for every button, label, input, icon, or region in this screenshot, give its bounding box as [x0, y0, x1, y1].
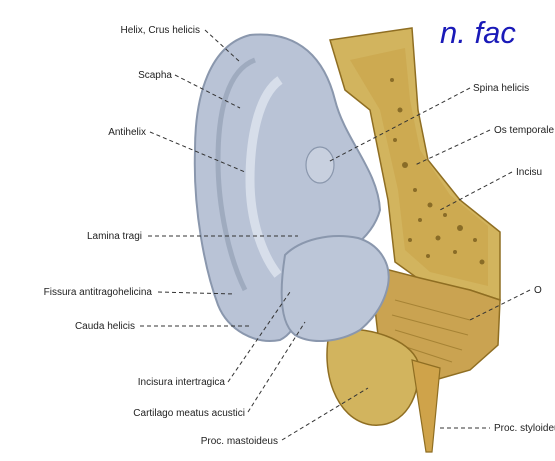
label-incisu-partial: Incisu [516, 167, 542, 178]
label-spina-helicis: Spina helicis [473, 83, 529, 94]
label-o-partial: O [534, 285, 542, 296]
label-antihelix: Antihelix [108, 127, 146, 138]
label-cauda-helicis: Cauda helicis [75, 321, 135, 332]
label-os-temporale: Os temporale [494, 125, 554, 136]
title-fragment: n. fac [440, 15, 516, 50]
label-helix-crus-helicis: Helix, Crus helicis [121, 25, 200, 36]
label-scapha: Scapha [138, 70, 172, 81]
label-cartilago-meatus-acustici: Cartilago meatus acustici [133, 408, 245, 419]
label-lamina-tragi: Lamina tragi [87, 231, 142, 242]
label-incisura-intertragica: Incisura intertragica [138, 377, 226, 388]
label-proc-styloideus-partial: Proc. styloideu [494, 423, 555, 434]
label-fissura-antitragohelicina: Fissura antitragohelicina [44, 287, 153, 298]
label-proc-mastoideus: Proc. mastoideus [201, 436, 278, 447]
